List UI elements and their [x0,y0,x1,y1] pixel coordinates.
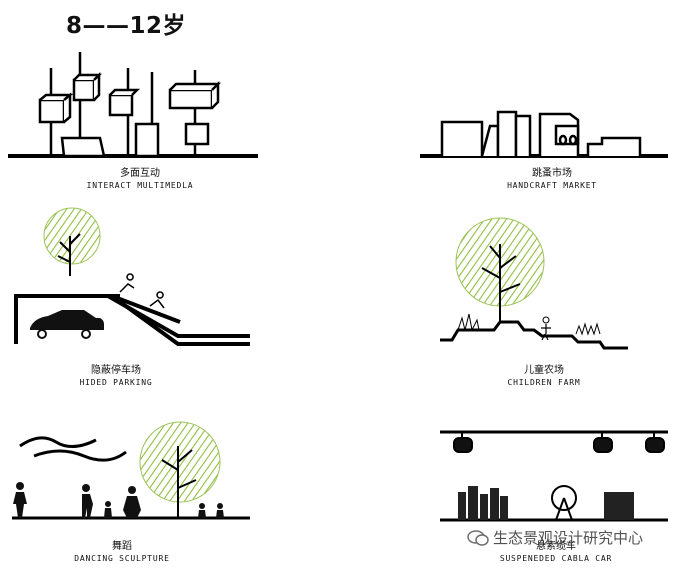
watermark-text: 生态景观设计研究中心 [493,529,644,547]
caption-cn: 舞蹈 [112,541,132,552]
caption-handcraft-market: 跳蚤市场 HANDCRAFT MARKET [452,167,652,192]
cable-car-drawing [440,430,668,522]
caption-cn: 隐蔽停车场 [91,365,141,376]
caption-cn: 儿童农场 [524,365,564,376]
page-title: 8——12岁 [66,13,187,39]
children-farm-drawing [440,217,628,350]
caption-interact-multimedia: 多面互动 INTERACT MULTIMEDLA [40,167,240,192]
caption-cn: 跳蚤市场 [532,168,572,179]
caption-dancing-sculpture: 舞蹈 DANCING SCULPTURE [22,540,222,565]
caption-en: CHILDREN FARM [507,378,581,387]
caption-cn: 多面互动 [120,168,160,179]
interact-multimedia-drawing [8,52,258,158]
caption-cn: 悬索缆车 [536,541,576,552]
caption-en: DANCING SCULPTURE [74,554,170,563]
caption-en: HIDED PARKING [79,378,153,387]
dancing-sculpture-drawing [12,421,250,520]
handcraft-market-drawing [420,110,668,158]
caption-children-farm: 儿童农场 CHILDREN FARM [444,364,644,389]
watermark: 生态景观设计研究中心 [467,527,643,548]
caption-en: SUSPENEDED CABLA CAR [499,554,613,563]
caption-cable-car: 悬索缆车 SUSPENEDED CABLA CAR [456,540,656,565]
wechat-logo-icon [467,529,489,546]
caption-en: INTERACT MULTIMEDLA [86,181,194,190]
hided-parking-drawing [14,207,250,346]
caption-en: HANDCRAFT MARKET [507,181,597,190]
caption-hided-parking: 隐蔽停车场 HIDED PARKING [16,364,216,389]
